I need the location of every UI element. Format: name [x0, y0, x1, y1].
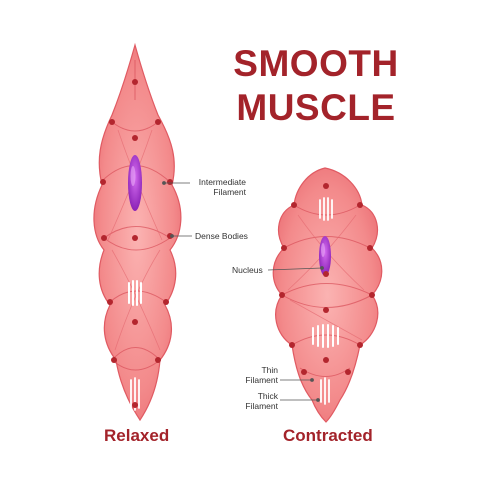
leader-nucleus: [267, 267, 323, 271]
contracted-dense-bodies: [279, 183, 375, 375]
label-thin-filament: Thin Filament: [245, 365, 278, 385]
relaxed-cell: [93, 42, 182, 422]
contracted-thick-filament-top: [319, 197, 333, 221]
contracted-thick-filament-middle: [312, 324, 339, 348]
leader-lines: [162, 181, 324, 402]
caption-contracted: Contracted: [283, 426, 373, 445]
title-line-2: MUSCLE: [236, 87, 396, 128]
contracted-cell: [272, 167, 383, 423]
contracted-nucleus: [319, 236, 331, 276]
label-thick-filament: Thick Filament: [245, 391, 278, 411]
relaxed-thick-filament-upper: [128, 280, 142, 306]
label-nucleus: Nucleus: [232, 265, 263, 275]
contracted-thick-filament-bottom: [320, 377, 330, 405]
relaxed-nucleus: [128, 155, 142, 211]
label-dense-bodies: Dense Bodies: [195, 231, 248, 241]
caption-relaxed: Relaxed: [104, 426, 170, 445]
relaxed-cell-body: [93, 42, 182, 422]
label-intermediate-filament: Intermediate Filament: [198, 177, 246, 197]
relaxed-dense-bodies: [100, 79, 173, 408]
title-line-1: SMOOTH: [233, 43, 399, 84]
